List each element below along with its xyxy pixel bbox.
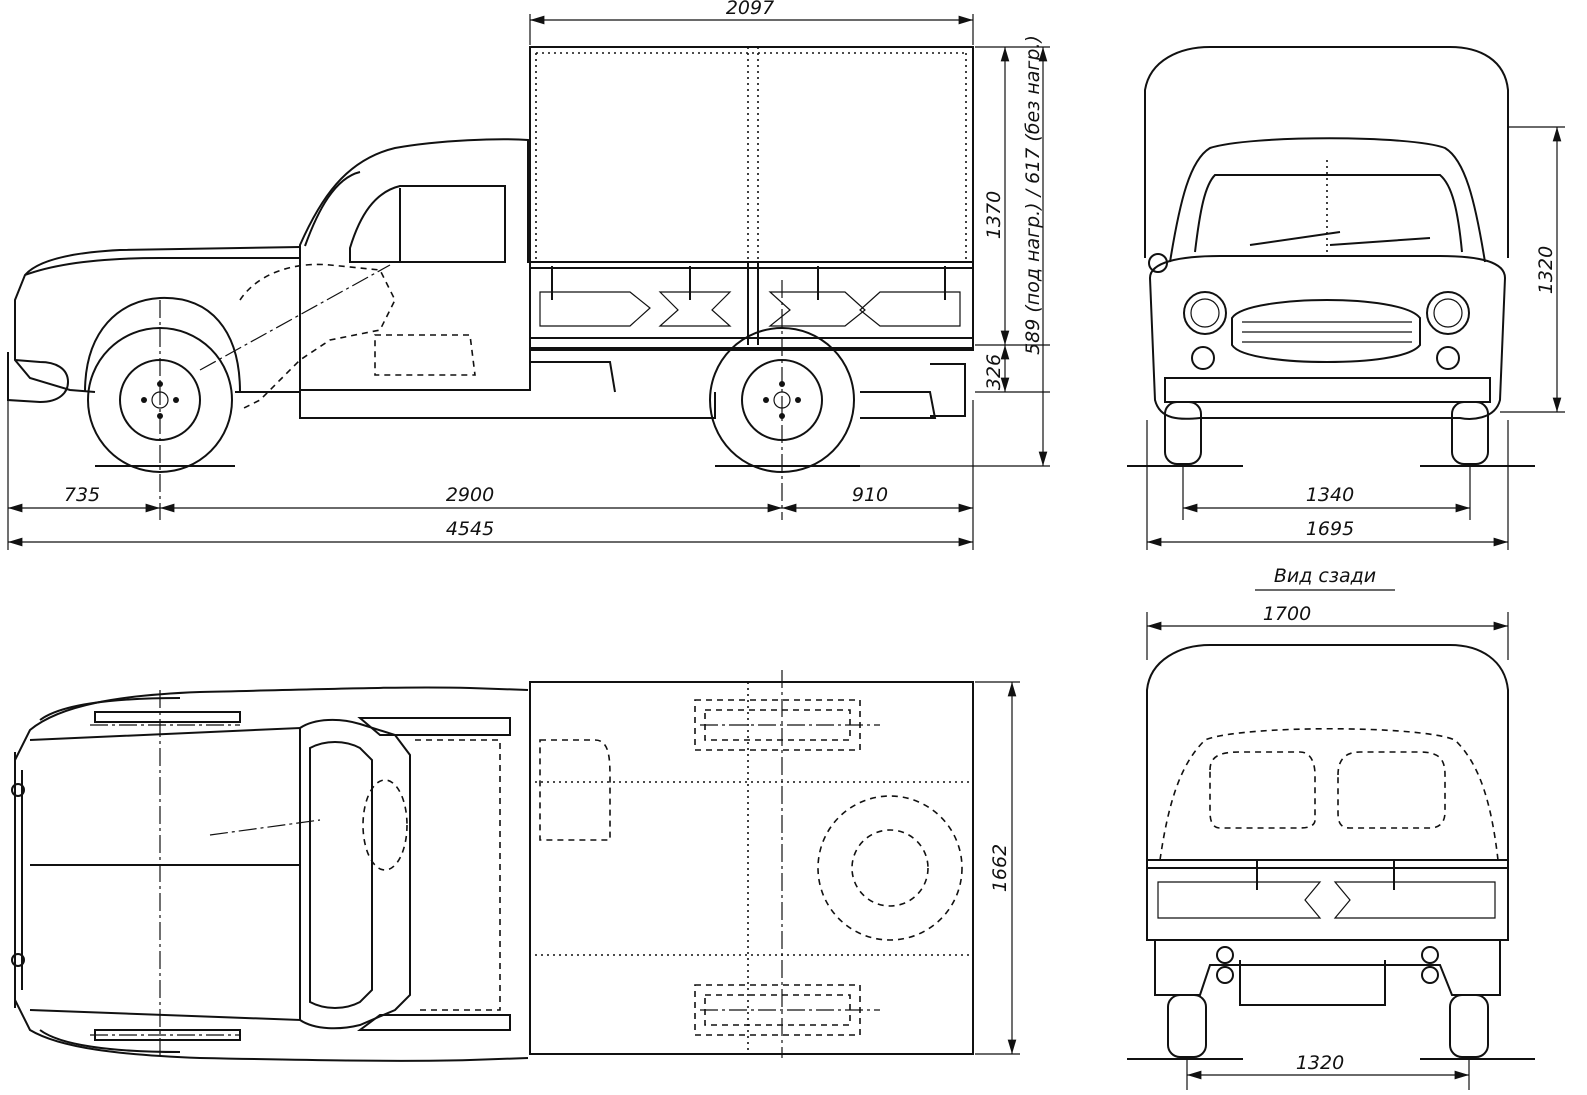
side-cab	[299, 138, 531, 391]
side-tarp-box	[529, 46, 974, 351]
dim-rear-width: 1700	[1263, 603, 1311, 625]
dim-side-wheelbase: 2900	[446, 484, 494, 506]
dim-rear-track: 1320	[1296, 1052, 1344, 1074]
dim-top-bed-width: 1662	[989, 844, 1011, 892]
dim-front-width: 1695	[1306, 518, 1354, 540]
side-front-wheel	[87, 327, 233, 473]
top-bed	[529, 681, 974, 1055]
side-hood	[14, 246, 301, 393]
top-body	[14, 686, 529, 1062]
dim-side-total-length: 4545	[446, 518, 494, 540]
front-cab	[1169, 137, 1486, 263]
side-view: 2097 1370 326 589 (под нагр.) / 617 (без…	[7, 0, 1050, 550]
dim-side-bed-length: 2097	[726, 0, 774, 19]
dim-side-frame-height: 326	[983, 354, 1005, 390]
dim-side-front-overhang: 735	[64, 484, 100, 506]
dim-side-rear-overhang: 910	[852, 484, 888, 506]
front-view: 1320 1340 1695	[1127, 46, 1565, 550]
dim-front-track: 1340	[1306, 484, 1354, 506]
dim-side-tarp-height: 1370	[983, 191, 1005, 239]
dim-side-load-height: 589 (под нагр.) / 617 (без нагр.)	[1022, 35, 1044, 355]
rear-view: Вид сзади 1700 1320	[1127, 565, 1535, 1090]
rear-view-title: Вид сзади	[1274, 565, 1376, 587]
dim-front-height: 1320	[1535, 246, 1557, 294]
top-view: 1662	[11, 670, 1020, 1062]
